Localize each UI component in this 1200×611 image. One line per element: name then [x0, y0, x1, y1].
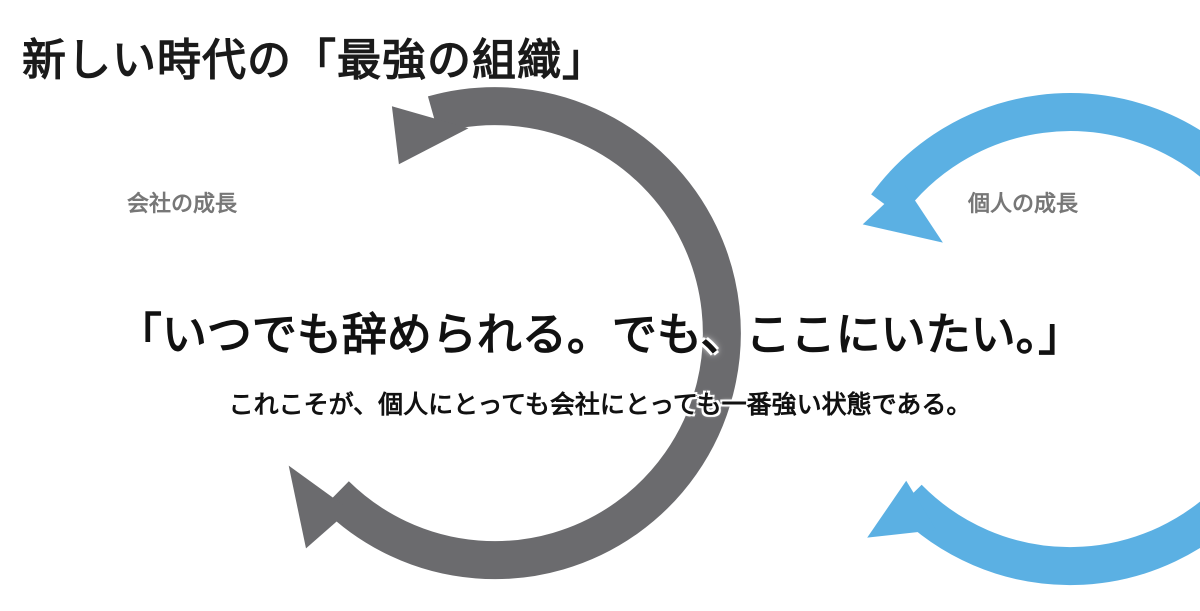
right-cycle-arrowhead-top: [862, 184, 943, 243]
page-title: 新しい時代の「最強の組織」: [22, 35, 607, 86]
right-cycle-arc: [871, 93, 1200, 586]
left-cycle: [288, 87, 741, 580]
left-cycle-arrowhead-bottom: [288, 465, 350, 549]
headline-quote: 「いつでも辞められる。でも、ここにいたい。」: [116, 308, 1084, 361]
left-cycle-arc: [322, 87, 741, 580]
left-cycle-label: 会社の成長: [127, 192, 238, 217]
right-cycle: [862, 93, 1200, 586]
left-cycle-arrowhead-top: [391, 106, 469, 165]
subline-message: これこそが、個人にとっても会社にとっても一番強い状態である。: [228, 390, 972, 419]
right-cycle-label: 個人の成長: [968, 192, 1079, 217]
right-cycle-arrowhead-bottom: [867, 480, 937, 538]
